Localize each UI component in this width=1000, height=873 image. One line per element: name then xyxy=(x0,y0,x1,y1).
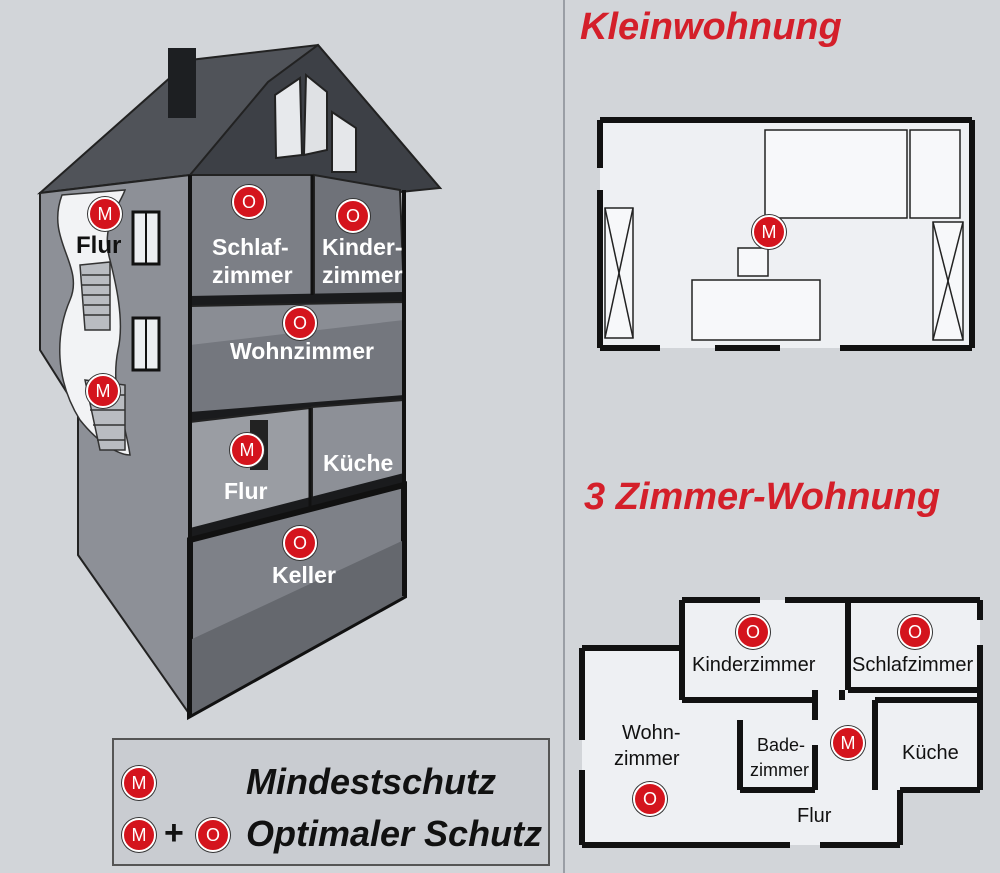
house-label-wohnzimmer: Wohnzimmer xyxy=(230,338,374,364)
plan-label-kinderzimmer: Kinderzimmer xyxy=(692,654,816,676)
plan-label-bade-1: Bade- xyxy=(757,735,806,755)
plan-label-wohn-2: zimmer xyxy=(614,748,680,770)
column-divider xyxy=(563,0,565,873)
house-label-flur-top: Flur xyxy=(76,232,122,259)
plan-label-kueche: Küche xyxy=(902,742,959,764)
house-label-kinder-2: zimmer xyxy=(322,262,403,288)
marker-o-schlafzimmer: O xyxy=(232,185,266,219)
marker-o-wohnzimmer: O xyxy=(283,306,317,340)
kleinwohnung-plan xyxy=(597,117,975,351)
legend-mindestschutz: Mindestschutz xyxy=(246,761,497,802)
legend-marker-m-2: M xyxy=(122,818,156,852)
dormer-window-3 xyxy=(331,110,357,173)
marker-o-plan-kinderzimmer: O xyxy=(736,615,770,649)
plan-label-wohn-1: Wohn- xyxy=(622,722,681,744)
chimney xyxy=(168,48,196,118)
living-floor xyxy=(190,320,404,415)
house-label-flur-mid: Flur xyxy=(224,478,268,504)
legend-box: M Mindestschutz M + O Optimaler Schutz xyxy=(112,738,550,866)
marker-o-plan-wohnzimmer: O xyxy=(633,782,667,816)
plan-label-schlafzimmer: Schlafzimmer xyxy=(852,654,974,676)
plan-label-flur: Flur xyxy=(797,805,832,827)
side-window-lower xyxy=(131,316,161,372)
marker-m-plan-flur: M xyxy=(831,726,865,760)
house-label-schlaf-2: zimmer xyxy=(212,262,293,288)
marker-m-stairs: M xyxy=(86,374,120,408)
house-label-schlaf-1: Schlaf- xyxy=(212,234,289,260)
marker-o-keller: O xyxy=(283,526,317,560)
zimmer3-title: 3 Zimmer-Wohnung xyxy=(584,476,941,518)
plan-label-bade-2: zimmer xyxy=(750,760,809,780)
dormer-window-2 xyxy=(302,72,328,157)
house-label-kueche: Küche xyxy=(323,450,394,476)
legend-marker-o: O xyxy=(196,818,230,852)
cellar-floor xyxy=(190,540,404,715)
zimmer3-plan xyxy=(579,597,983,848)
side-window-upper xyxy=(131,210,161,266)
dormer-window-1 xyxy=(273,76,304,160)
marker-m-kleinwohnung: M xyxy=(752,215,786,249)
marker-m-flur-mid: M xyxy=(230,433,264,467)
legend-optimaler-schutz: Optimaler Schutz xyxy=(246,813,543,854)
legend-marker-m: M xyxy=(122,766,156,800)
marker-o-plan-schlafzimmer: O xyxy=(898,615,932,649)
marker-m-flur-top: M xyxy=(88,197,122,231)
kleinwohnung-title: Kleinwohnung xyxy=(580,6,842,48)
marker-o-kinderzimmer: O xyxy=(336,199,370,233)
legend-plus: + xyxy=(164,814,184,852)
house-label-kinder-1: Kinder- xyxy=(322,234,403,260)
house-label-keller: Keller xyxy=(272,562,336,588)
